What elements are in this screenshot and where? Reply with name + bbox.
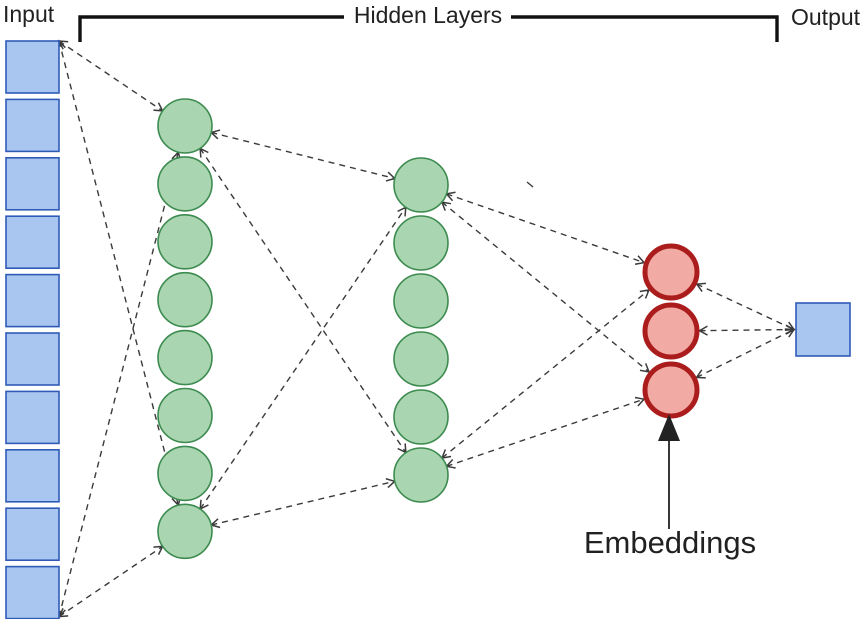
connector-input_top-to-h1_bottom [55,39,182,507]
hidden1-node-1 [157,98,213,154]
input-node-6 [5,332,60,386]
connector-emb_middle-to-output [697,324,796,336]
hidden2-node-1 [393,157,449,213]
connector-h1_bottom-to-h2_bottom [209,478,397,529]
connector-h1_top-to-h2_top [209,129,397,182]
hidden1-node-3 [157,214,213,270]
connector-input_bottom-to-h1_bottom [57,545,164,618]
connector-input_top-to-h1_top [57,40,164,112]
input-node-1 [5,40,60,94]
hidden-layers-bracket-left [78,15,344,42]
output-label: Output [791,4,861,30]
input-node-9 [5,507,60,562]
hidden-layers-bracket-right [511,15,779,42]
hidden1-node-4 [157,271,213,328]
input-node-5 [5,273,60,328]
hidden1-node-5 [157,329,213,386]
hidden1-node-7 [157,445,213,502]
connector-emb_bottom-to-output [695,328,796,379]
hidden1-node-8 [157,503,213,560]
hidden2-node-3 [393,273,449,329]
connector-h2_top-to-emb_top [445,191,646,265]
hidden2-node-4 [393,331,449,387]
hidden2-node-5 [393,389,449,445]
embeddings-arrow-head [658,414,680,441]
embedding-node-3 [642,361,700,419]
hidden-layers-label: Hidden Layers [347,2,509,29]
connector-input_bottom-to-h1_top [55,150,182,619]
input-node-10 [5,565,60,619]
embedding-node-2 [642,302,700,360]
hidden1-node-2 [157,156,213,212]
hidden1-node-6 [157,387,213,444]
hidden2-node-6 [393,447,449,503]
input-label: Input [3,1,55,27]
input-node-4 [5,215,60,269]
connector-h1_top-to-h2_bottom [199,147,407,454]
input-node-7 [5,390,60,445]
output-node [795,302,851,357]
connector-h2_bottom-to-emb_bottom [445,396,646,469]
input-node-3 [5,157,60,211]
connector-h1_bottom-to-h2_top [199,206,407,511]
input-node-8 [5,448,60,503]
input-node-2 [5,98,60,153]
stray-dash [526,181,534,188]
connector-emb_top-to-output [695,282,796,331]
embeddings-label: Embeddings [583,525,757,560]
hidden2-node-2 [393,215,449,271]
embedding-node-1 [642,243,700,301]
